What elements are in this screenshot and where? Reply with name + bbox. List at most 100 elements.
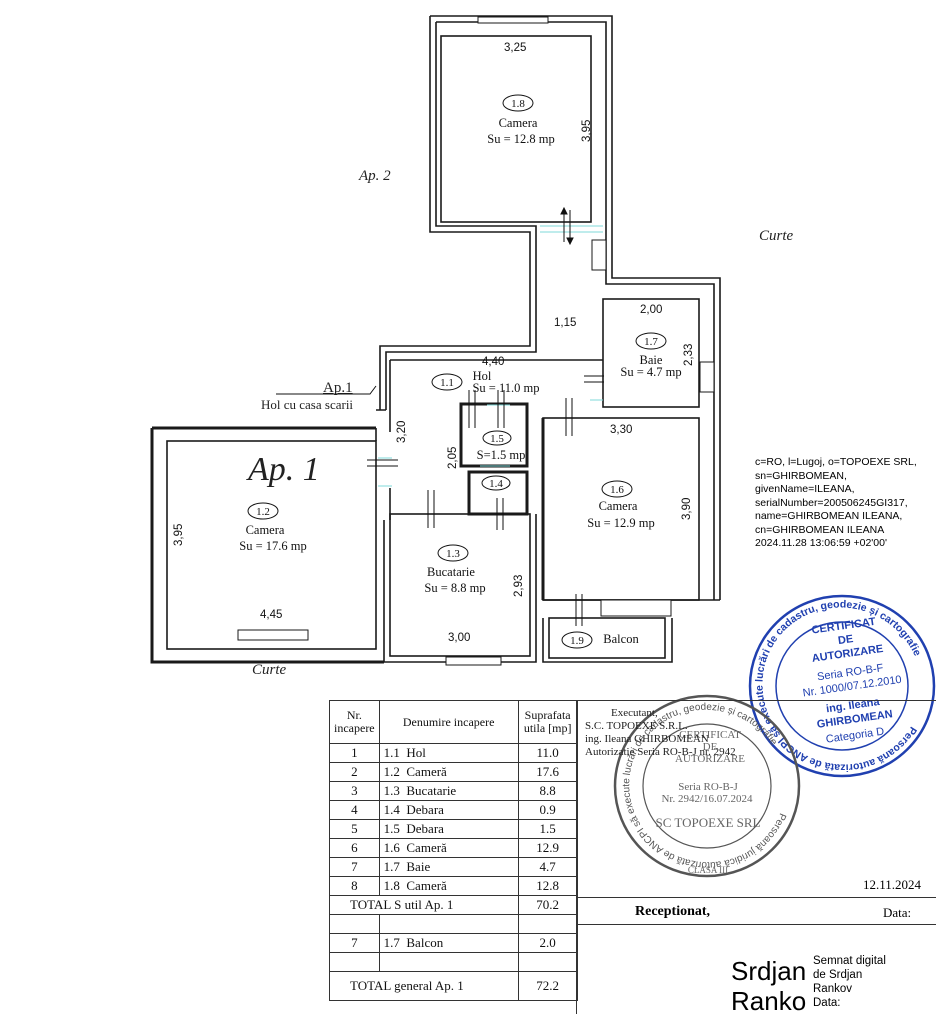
room-id-1.4: 1.4 [489, 478, 503, 490]
receptie-box: Receptionat, Data: [576, 897, 936, 1014]
exec-line-1: Executant, [611, 707, 658, 719]
exec-date: 12.11.2024 [863, 877, 922, 892]
room-id-1.7: 1.7 [644, 336, 658, 348]
outer-wall-top-right [430, 15, 721, 600]
room-area-1.2: Su = 17.6 mp [239, 539, 306, 553]
balcon-row: 7 1.7 Balcon 2.0 [329, 933, 578, 953]
room-name-1.9: Balcon [603, 632, 639, 646]
stamp-left-l2: DE [703, 741, 718, 753]
total-general-row: TOTAL general Ap. 1 72.2 [329, 971, 578, 1001]
stamp-right-l3: AUTORIZARE [811, 643, 884, 665]
receptie-title: Receptionat, [635, 904, 711, 919]
digital-signature-details: c=RO, l=Lugoj, o=TOPOEXE SRL, sn=GHIRBOM… [755, 456, 935, 551]
room-name-1.8: Camera [499, 116, 538, 130]
room-name-1.6: Camera [599, 499, 638, 513]
dim-3-20: 3,20 [396, 421, 408, 443]
door-openings [378, 225, 603, 487]
room-badge-1.5 [482, 430, 512, 446]
sig-line: serialNumber=200506245GI317, [755, 496, 908, 509]
stamp-left-l1: CERTIFICAT [679, 729, 741, 741]
label-curte-bottom: Curte [252, 662, 287, 678]
dim-3-95-left: 3,95 [173, 524, 185, 546]
room-area-1.5: S=1.5 mp [477, 448, 526, 462]
room-badge-1.6 [601, 480, 633, 498]
digital-signer-name: Srdjan Ranko [731, 956, 807, 1012]
dim-1-15: 1,15 [554, 317, 576, 329]
room-id-1.5: 1.5 [490, 433, 504, 445]
table-row: 3 1.3 Bucatarie 8.8 [329, 781, 578, 801]
room-badge-1.4 [481, 475, 511, 491]
room-area-1.7: Su = 4.7 mp [620, 365, 681, 379]
dim-3-95-top: 3,95 [581, 120, 593, 142]
sig-line: givenName=ILEANA, [755, 483, 855, 495]
table-row: 1 1.1 Hol 11.0 [329, 743, 578, 763]
room-1.8-outline [440, 35, 592, 223]
dim-3-90: 3,90 [681, 498, 693, 520]
sig-line: name=GHIRBOMEAN ILEANA, [755, 510, 903, 522]
label-curte-right: Curte [759, 228, 794, 244]
room-id-1.8: 1.8 [511, 98, 525, 110]
table-row: 4 1.4 Debara 0.9 [329, 800, 578, 820]
executant-box: Executant, S.C. TOPOEXE S.R.L. ing. Ilea… [576, 700, 936, 898]
room-badge-1.7 [635, 332, 667, 350]
room-area-1.1: Su = 11.0 mp [472, 381, 539, 395]
room-area-1.8: Su = 12.8 mp [487, 132, 554, 146]
room-1.7-outline [602, 298, 700, 408]
balcony-outline [548, 617, 666, 659]
room-1.3-outline [389, 513, 531, 657]
room-id-1.3: 1.3 [446, 548, 460, 560]
table-row: 2 1.2 Cameră 17.6 [329, 762, 578, 782]
room-area-1.3: Su = 8.8 mp [424, 581, 485, 595]
label-ap1-small: Ap.1 [323, 380, 353, 396]
room-badge-1.8 [502, 94, 534, 112]
table-row: 6 1.6 Cameră 12.9 [329, 838, 578, 858]
room-badge-1.3 [437, 544, 469, 562]
outer-wall-top-left [379, 16, 531, 410]
room-1.2-outline [166, 440, 377, 650]
room-id-1.9: 1.9 [570, 635, 584, 647]
sig-line: cn=GHIRBOMEAN ILEANA [755, 523, 885, 536]
room-name-1.7: Baie [640, 353, 663, 367]
stamp-left-l5: Nr. 2942/16.07.2024 [661, 793, 753, 805]
exec-line-3: ing. Ileana GHIRBOMEAN [585, 733, 709, 745]
ap1-leader-line [276, 385, 377, 395]
stamp-left-l4: Seria RO-B-J [678, 781, 738, 793]
door-arrows [367, 206, 604, 626]
stamp-left-l7: CLASA III [688, 865, 728, 875]
sig-line: sn=GHIRBOMEAN, [755, 469, 847, 482]
room-area-1.6: Su = 12.9 mp [587, 516, 654, 530]
dim-3-00: 3,00 [448, 632, 470, 644]
dim-2-93: 2,93 [513, 575, 525, 597]
room-id-1.6: 1.6 [610, 484, 624, 496]
sig-line: 2024.11.28 13:06:59 +02'00' [755, 537, 887, 549]
label-ap2: Ap. 2 [358, 168, 391, 184]
header-name: Denumire incapere [378, 700, 519, 744]
header-nr: Nr. incapere [329, 700, 380, 744]
label-hol-casa: Hol cu casa scarii [261, 397, 353, 412]
stamp-left-l3: AUTORIZARE [675, 753, 745, 765]
dim-2-33: 2,33 [683, 344, 695, 366]
sig-line: c=RO, l=Lugoj, o=TOPOEXE SRL, [755, 456, 917, 468]
dim-4-40: 4,40 [482, 356, 504, 368]
room-name-1.2: Camera [246, 523, 285, 537]
dim-3-30: 3,30 [610, 424, 632, 436]
room-id-1.1: 1.1 [440, 377, 454, 389]
stamp-left-l6: SC TOPOEXE SRL [656, 815, 761, 830]
rooms-table: Nr. incapere Denumire incapere Suprafata… [329, 700, 578, 1001]
room-name-1.3: Bucatarie [427, 565, 475, 579]
room-badge-1.9 [561, 631, 593, 649]
digital-signature-note: Semnat digital de Srdjan Rankov Data: [813, 955, 886, 1009]
label-ap1-big: Ap. 1 [246, 451, 320, 488]
dim-2-05: 2,05 [447, 447, 459, 469]
exec-line-2: S.C. TOPOEXE S.R.L. [585, 720, 688, 732]
table-row: 7 1.7 Baie 4.7 [329, 857, 578, 877]
total-util-row: TOTAL S util Ap. 1 70.2 [329, 895, 578, 915]
header-area: Suprafata utila [mp] [517, 700, 578, 744]
room-badge-1.1 [431, 373, 463, 391]
room-badge-1.2 [247, 502, 279, 520]
table-row: 8 1.8 Cameră 12.8 [329, 876, 578, 896]
exec-line-4: Autorizatie Seria RO-B-J nr. 2942 [585, 746, 736, 758]
dim-3-25: 3,25 [504, 42, 526, 54]
table-row: 5 1.5 Debara 1.5 [329, 819, 578, 839]
